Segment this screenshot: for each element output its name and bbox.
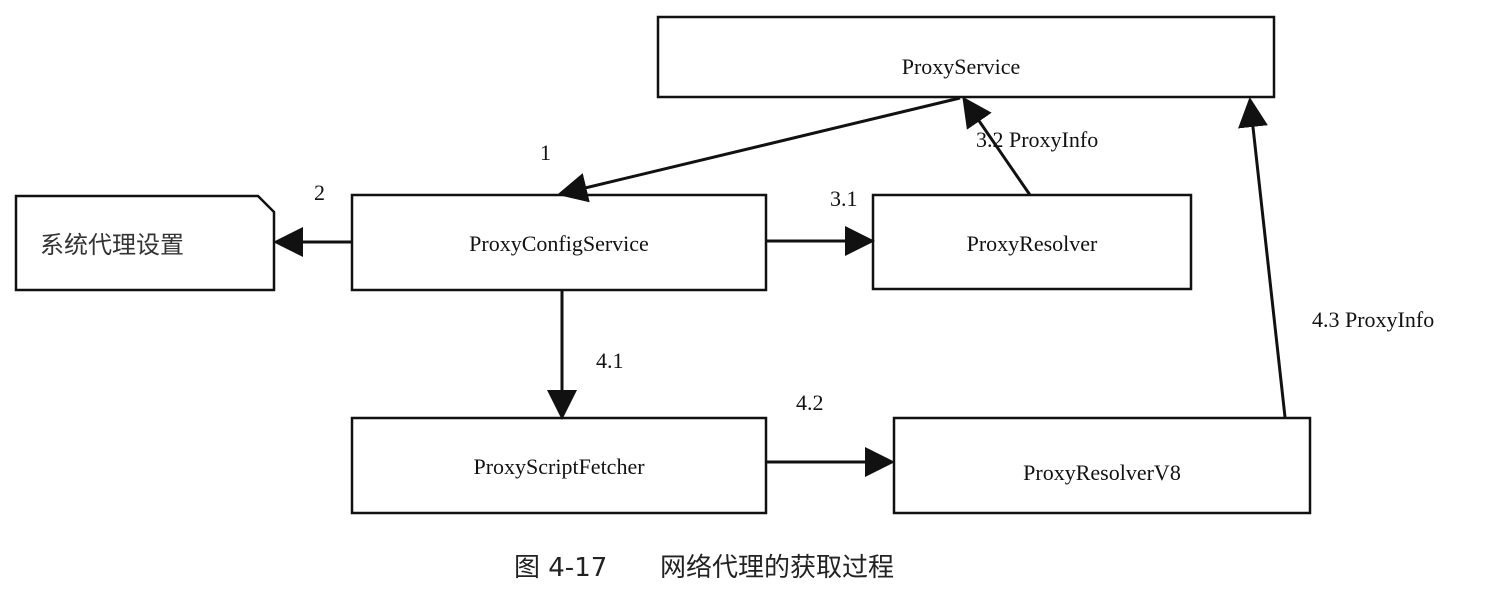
edge-3-2-arrow xyxy=(962,96,1032,196)
node-proxy-service: ProxyService xyxy=(656,15,1276,99)
proxy-service-box xyxy=(656,15,1276,99)
proxy-config-service-label: ProxyConfigService xyxy=(469,231,649,256)
edge-3-2-label: 3.2 ProxyInfo xyxy=(976,127,1098,152)
proxy-script-fetcher-label: ProxyScriptFetcher xyxy=(473,454,645,479)
figure-number: 图 4-17 xyxy=(514,553,607,583)
node-system-proxy-settings: 系统代理设置 xyxy=(14,194,276,292)
figure-title: 网络代理的获取过程 xyxy=(660,553,894,583)
proxy-resolver-box xyxy=(871,193,1193,291)
edge-2-label: 2 xyxy=(314,180,325,205)
edge-4-2-label: 4.2 xyxy=(796,390,824,415)
edge-3-1-label: 3.1 xyxy=(830,186,858,211)
proxy-resolver-label: ProxyResolver xyxy=(967,231,1098,256)
proxy-service-label: ProxyService xyxy=(902,54,1021,79)
edge-4-3-label: 4.3 ProxyInfo xyxy=(1312,307,1434,332)
edge-1-label: 1 xyxy=(540,140,551,165)
proxy-script-fetcher-box xyxy=(350,416,768,515)
edge-4-1-label: 4.1 xyxy=(596,348,624,373)
system-proxy-settings-label: 系统代理设置 xyxy=(40,231,184,259)
node-proxy-config-service: ProxyConfigService xyxy=(350,193,768,292)
node-proxy-resolver: ProxyResolver xyxy=(871,193,1193,291)
edge-4-3-arrow xyxy=(1238,97,1287,418)
node-proxy-script-fetcher: ProxyScriptFetcher xyxy=(350,416,768,515)
edge-1-arrow xyxy=(557,96,961,203)
proxy-resolver-v8-label: ProxyResolverV8 xyxy=(1023,460,1181,485)
node-proxy-resolver-v8: ProxyResolverV8 xyxy=(892,416,1312,515)
